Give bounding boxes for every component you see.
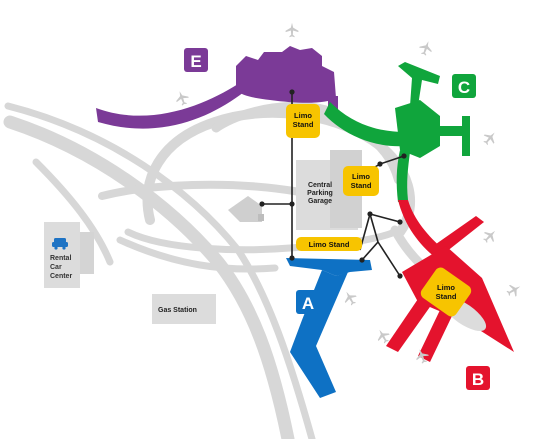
parking-line1: Central: [308, 182, 332, 189]
small-building: [228, 196, 264, 222]
limo-e-line2: Stand: [293, 120, 314, 129]
terminal-c-hub: [395, 100, 440, 158]
building-icon: [258, 214, 264, 221]
terminal-c-south-link: [396, 150, 410, 202]
road-network: [3, 101, 475, 444]
terminal-c-east-cap: [462, 116, 470, 156]
terminal-e-label: E: [190, 52, 201, 71]
terminal-e-building: [236, 46, 336, 103]
highway-west: [32, 158, 114, 266]
limo-central-line1: Limo: [352, 172, 370, 181]
connector-nodes: [259, 89, 407, 279]
return-road-2: [116, 236, 279, 273]
airplane-icon: [504, 280, 524, 300]
rental-car-center[interactable]: Rental Car Center: [44, 222, 94, 288]
terminal-e-label-box: [184, 48, 208, 72]
terminal-a[interactable]: A: [286, 258, 372, 398]
loop-road-inner: [124, 228, 399, 254]
highway-south: [3, 115, 295, 444]
airplane-icon: [340, 288, 360, 308]
car-icon: [52, 238, 68, 250]
terminal-a-label: A: [302, 294, 314, 313]
airplane-icon: [480, 226, 500, 246]
terminal-e[interactable]: E: [96, 46, 338, 129]
airplane-icon: [285, 22, 299, 38]
terminal-b-link: [398, 200, 444, 258]
terminal-e-east-pier: [328, 96, 338, 110]
return-road: [98, 180, 304, 200]
terminal-e-wing: [96, 84, 244, 129]
airplane-icon: [173, 89, 191, 107]
limo-stand-terminal-a[interactable]: Limo Stand: [296, 237, 362, 251]
limo-central-line2: Stand: [351, 181, 372, 190]
gas-station-label: Gas Station: [158, 307, 197, 314]
terminal-c-north-pier: [398, 62, 440, 106]
rental-line2: Car: [50, 264, 62, 271]
parking-line3: Garage: [308, 198, 332, 205]
limo-b-line1: Limo: [437, 283, 455, 292]
terminal-c-label: C: [458, 78, 470, 97]
terminal-c-label-box: [452, 74, 476, 98]
limo-connector-lines: [262, 92, 405, 277]
terminal-c-curve: [324, 102, 406, 147]
terminal-b-ne-pier: [436, 216, 484, 252]
terminal-c[interactable]: C: [324, 62, 476, 202]
terminal-c-east-pier: [438, 126, 466, 136]
terminal-a-concourse: [290, 270, 348, 398]
terminal-b-label: B: [472, 370, 484, 389]
rental-line3: Center: [50, 273, 72, 280]
limo-stand-terminal-b[interactable]: Limo Stand: [418, 265, 473, 319]
parking-line2: Parking: [307, 190, 333, 197]
terminal-b-sw-pier: [386, 296, 432, 352]
rental-line1: Rental: [50, 255, 71, 262]
terminal-b-s-pier: [418, 310, 452, 362]
limo-b-line2: Stand: [436, 292, 457, 301]
terminal-b-label-box: [466, 366, 490, 390]
airplane-icon: [480, 128, 500, 148]
limo-stand-terminal-e[interactable]: Limo Stand: [286, 104, 320, 138]
airplane-icon: [417, 39, 435, 57]
limo-e-line1: Limo: [294, 111, 312, 120]
limo-stand-central[interactable]: Limo Stand: [343, 166, 379, 196]
gas-station[interactable]: Gas Station: [152, 294, 216, 324]
terminal-a-frontage: [286, 258, 372, 276]
terminal-a-label-box: [296, 290, 320, 314]
terminal-e-road: [211, 101, 337, 133]
limo-a-label: Limo Stand: [309, 240, 350, 249]
